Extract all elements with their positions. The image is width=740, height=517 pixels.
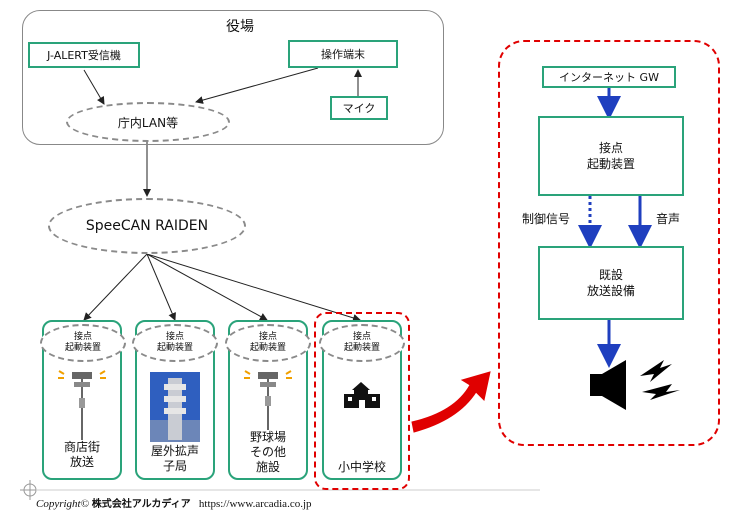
site1-label-line2: 放送 bbox=[69, 455, 94, 469]
copyright-prefix: Copyright© bbox=[36, 498, 89, 510]
site3-label-line2: その他 bbox=[249, 445, 286, 459]
arrow-network-site1 bbox=[83, 253, 148, 321]
network-ellipse: SpeeCAN RAIDEN bbox=[48, 198, 246, 254]
site3-contact: 接点 起動装置 bbox=[225, 324, 311, 362]
site3-contact-line1: 接点 bbox=[258, 332, 277, 342]
arrow-network-site4 bbox=[146, 253, 361, 322]
control-signal-label: 制御信号 bbox=[521, 212, 570, 226]
jalert-receiver: J-ALERT受信機 bbox=[28, 42, 140, 68]
audio-label: 音声 bbox=[655, 212, 680, 226]
office-lan: 庁内LAN等 bbox=[66, 102, 230, 142]
office-title: 役場 bbox=[226, 19, 254, 35]
detail-contact-device: 接点 起動装置 bbox=[538, 116, 684, 196]
site3-contact-line2: 起動装置 bbox=[249, 343, 286, 353]
site4-label: 小中学校 bbox=[337, 460, 386, 474]
office-box bbox=[22, 10, 444, 145]
site2-contact-line2: 起動装置 bbox=[156, 343, 193, 353]
copyright-url: https://www.arcadia.co.jp bbox=[198, 498, 312, 510]
site1-contact-line2: 起動装置 bbox=[64, 343, 101, 353]
site4-contact-line1: 接点 bbox=[352, 332, 371, 342]
office-lan-label: 庁内LAN等 bbox=[117, 115, 179, 130]
arrow-network-site3 bbox=[146, 253, 268, 321]
site3-label-line1: 野球場 bbox=[249, 430, 286, 444]
existing-line2: 放送設備 bbox=[586, 284, 635, 298]
existing-line1: 既設 bbox=[598, 268, 623, 282]
site2-label-line1: 屋外拡声 bbox=[150, 444, 199, 458]
site2-contact: 接点 起動装置 bbox=[132, 324, 218, 362]
copyright-line: Copyright© 株式会社アルカディア https://www.arcadi… bbox=[36, 495, 312, 510]
site3-label: 野球場 その他 施設 bbox=[228, 430, 308, 475]
detail-red-outline bbox=[498, 40, 720, 446]
site2-contact-line1: 接点 bbox=[165, 332, 184, 342]
site4-contact-line2: 起動装置 bbox=[343, 343, 380, 353]
site1-label: 商店街 放送 bbox=[42, 440, 122, 470]
site3-label-line3: 施設 bbox=[255, 460, 280, 474]
detail-contact-line2: 起動装置 bbox=[586, 157, 635, 171]
copyright-company: 株式会社アルカディア bbox=[91, 499, 191, 510]
internet-gateway: インターネット GW bbox=[542, 66, 676, 88]
big-red-arrow bbox=[411, 371, 491, 433]
operation-terminal: 操作端末 bbox=[288, 40, 398, 68]
existing-broadcast-equipment: 既設 放送設備 bbox=[538, 246, 684, 320]
arrow-network-site2 bbox=[146, 253, 176, 321]
microphone: マイク bbox=[330, 96, 388, 120]
school-red-outline bbox=[314, 312, 410, 490]
detail-contact-line1: 接点 bbox=[598, 141, 623, 155]
arrow-jalert-lan bbox=[83, 69, 105, 105]
site4-contact: 接点 起動装置 bbox=[319, 324, 405, 362]
network-label: SpeeCAN RAIDEN bbox=[85, 218, 209, 234]
site2-label: 屋外拡声 子局 bbox=[135, 444, 215, 474]
site1-label-line1: 商店街 bbox=[63, 440, 100, 454]
site1-contact-line1: 接点 bbox=[73, 332, 92, 342]
site2-label-line2: 子局 bbox=[162, 459, 187, 473]
arrow-terminal-lan bbox=[195, 67, 319, 104]
site1-contact: 接点 起動装置 bbox=[40, 324, 126, 362]
